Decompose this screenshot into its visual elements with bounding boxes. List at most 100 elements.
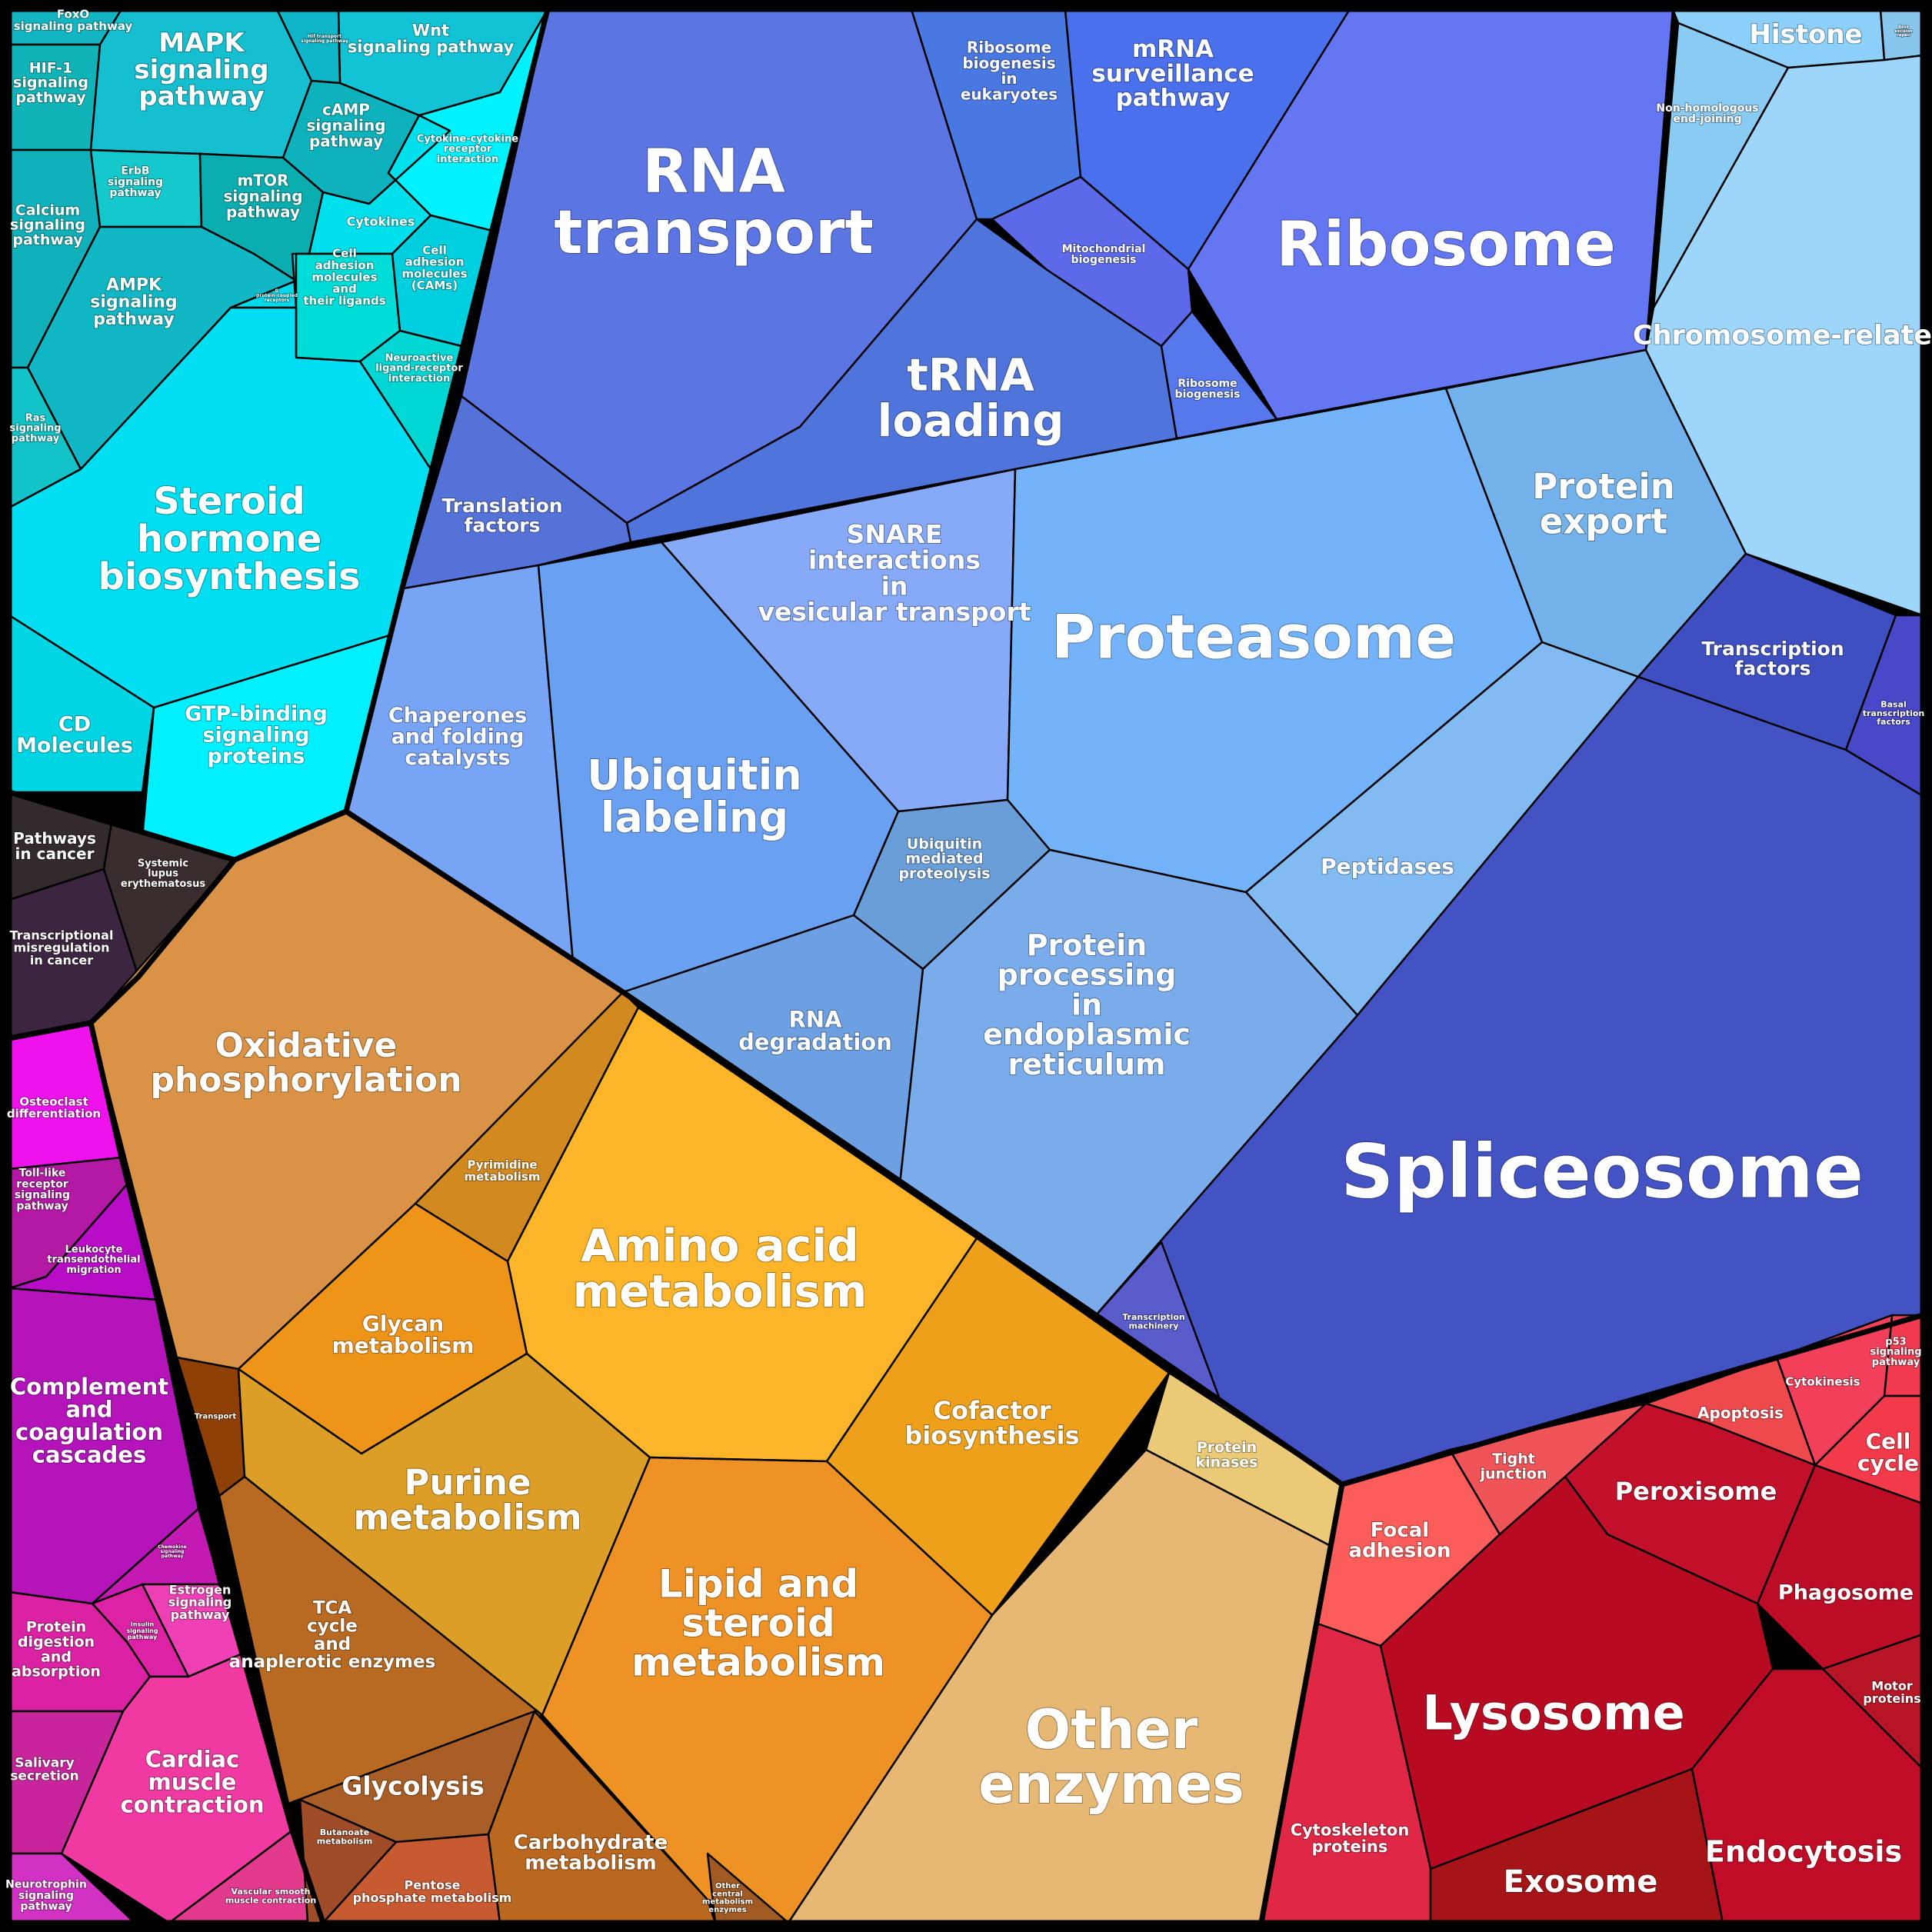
group-organismal (6, 1020, 326, 1926)
group-metabolism (88, 808, 1345, 1926)
group-disease (6, 789, 238, 1041)
label-ribosome: Ribosome (1276, 208, 1615, 280)
label-exosome: Exosome (1504, 1864, 1658, 1900)
cell-chromosome-related[interactable] (1644, 54, 1924, 617)
label-peptidases: Peptidases (1321, 854, 1454, 879)
label-spliceosome: Spliceosome (1341, 1129, 1864, 1215)
group-cellular (1258, 1312, 1926, 1926)
label-lysosome: Lysosome (1422, 1685, 1684, 1741)
label-cytokines: Cytokines (347, 215, 415, 229)
cell-translation-factors[interactable] (402, 395, 632, 590)
label-proteasome: Proteasome (1051, 603, 1456, 672)
label-transport: Transport (195, 1413, 236, 1421)
group-genetic (343, 6, 1926, 1487)
label-histone: Histone (1749, 19, 1862, 50)
label-endocytosis: Endocytosis (1705, 1834, 1902, 1868)
label-chromosome-related: Chromosome-related (1633, 320, 1932, 351)
border-metabolism (88, 808, 1345, 1926)
label-apoptosis: Apoptosis (1697, 1404, 1784, 1422)
label-cytokinesis: Cytokinesis (1785, 1374, 1860, 1388)
label-glycolysis: Glycolysis (341, 1771, 485, 1801)
label-phagosome: Phagosome (1778, 1581, 1914, 1604)
label-peroxisome: Peroxisome (1615, 1477, 1777, 1506)
